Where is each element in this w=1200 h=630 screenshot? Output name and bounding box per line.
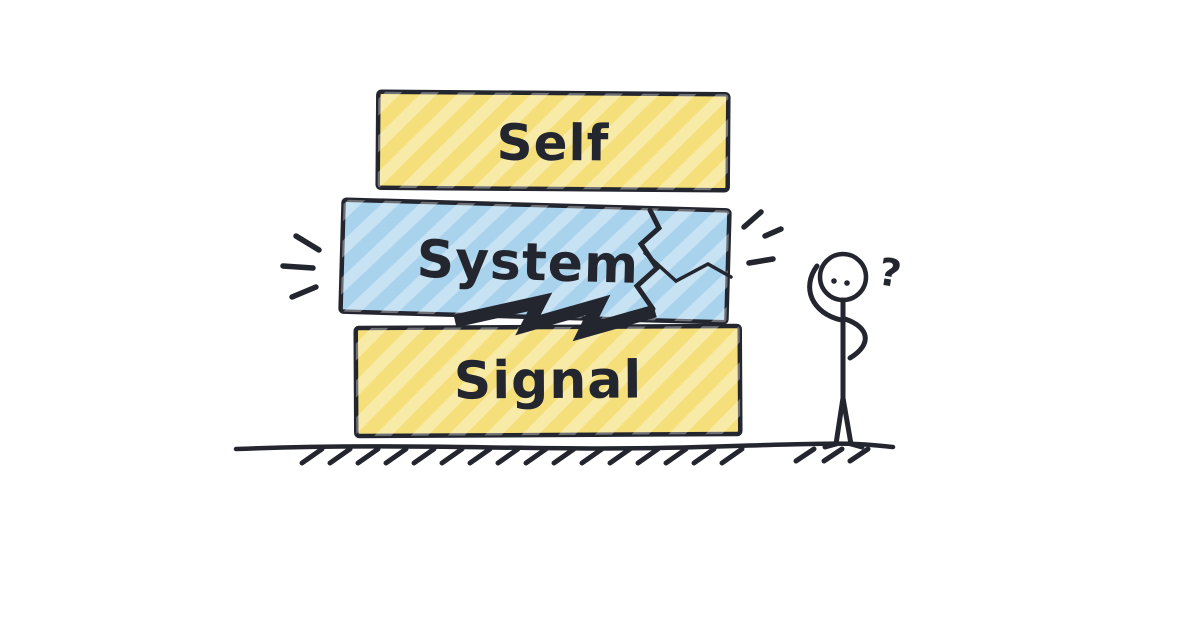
signal-block-hatch-overlay — [355, 326, 741, 436]
ground-line — [233, 441, 896, 452]
ground-hatching — [299, 446, 871, 466]
figure-head — [817, 251, 869, 303]
figure-leg-right — [840, 395, 854, 447]
signal-block: Signal — [353, 323, 743, 439]
self-block: Self — [375, 89, 731, 193]
figure-arm-scratching — [807, 263, 844, 323]
crack-right-branch — [643, 251, 733, 284]
crack — [453, 207, 733, 342]
impact-lines-left-icon — [280, 233, 322, 300]
impact-lines-right-icon — [741, 209, 784, 266]
crack-bolt — [453, 292, 657, 342]
question-mark: ? — [876, 249, 905, 296]
figure-eye-left — [831, 278, 837, 284]
signal-label: Signal — [454, 351, 643, 412]
system-label: System — [416, 230, 640, 296]
stick-figure — [807, 251, 869, 450]
figure-eye-right — [844, 280, 850, 286]
self-label: Self — [496, 114, 609, 173]
system-block-hatch-overlay — [340, 199, 730, 323]
system-block: System — [338, 197, 732, 325]
self-block-hatch-overlay — [377, 91, 729, 191]
figure-arm-hip — [842, 316, 868, 361]
